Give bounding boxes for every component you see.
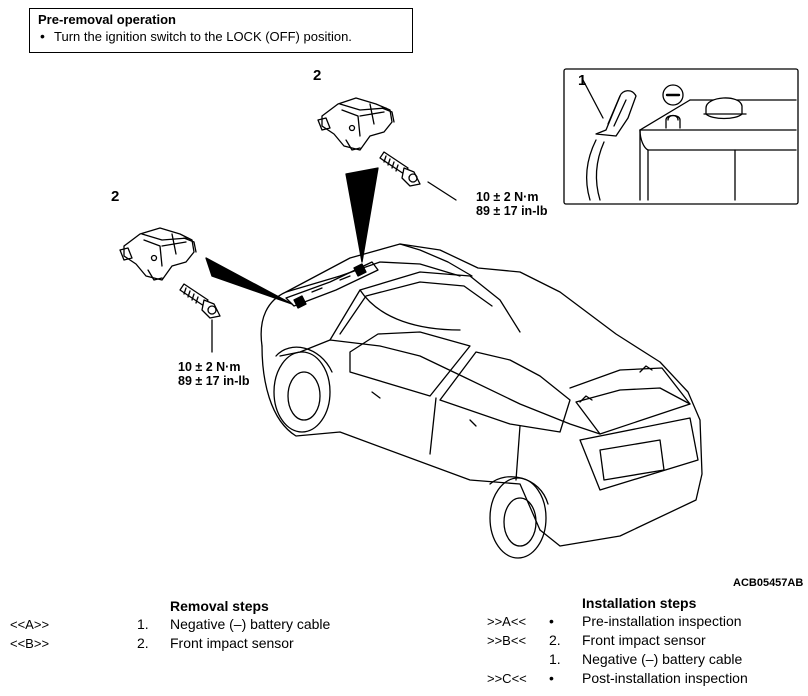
callout-sensor-left: 2 bbox=[111, 188, 120, 205]
install-num-1: 1. bbox=[549, 651, 561, 667]
callout-battery-cable: 1 bbox=[578, 72, 587, 89]
install-step-impact-sensor: Front impact sensor bbox=[582, 632, 706, 648]
torque-upper-metric: 10 ± 2 N·m bbox=[476, 190, 539, 204]
install-ref-a: >>A<< bbox=[487, 614, 527, 629]
install-ref-c: >>C<< bbox=[487, 671, 527, 686]
pre-removal-text: Turn the ignition switch to the LOCK (OF… bbox=[54, 29, 352, 44]
removal-step-impact-sensor: Front impact sensor bbox=[170, 635, 294, 651]
figure-code: ACB05457AB bbox=[733, 577, 804, 589]
install-ref-b: >>B<< bbox=[487, 633, 527, 648]
torque-lower: 10 ± 2 N·m 89 ± 17 in-lb bbox=[178, 360, 249, 388]
removal-ref-b: <<B>> bbox=[10, 636, 50, 651]
front-impact-sensor-illustration bbox=[119, 68, 799, 559]
install-step-pre-inspection: Pre-installation inspection bbox=[582, 613, 742, 629]
upper-sensor-part bbox=[317, 97, 457, 201]
removal-step-battery-cable: Negative (–) battery cable bbox=[170, 616, 331, 632]
install-step-battery-cable: Negative (–) battery cable bbox=[582, 651, 743, 667]
left-pointer bbox=[205, 257, 293, 305]
pre-removal-item: • Turn the ignition switch to the LOCK (O… bbox=[38, 28, 404, 45]
install-bullet-1: • bbox=[549, 613, 554, 629]
removal-num-2: 2. bbox=[137, 635, 149, 651]
torque-lower-metric: 10 ± 2 N·m bbox=[178, 360, 241, 374]
battery-inset bbox=[563, 68, 799, 205]
left-sensor-part bbox=[119, 227, 221, 353]
vehicle-outline bbox=[260, 243, 703, 559]
removal-ref-a: <<A>> bbox=[10, 617, 50, 632]
bullet-icon: • bbox=[40, 28, 45, 44]
upper-pointer bbox=[345, 167, 379, 263]
removal-steps-title: Removal steps bbox=[170, 598, 269, 614]
pre-removal-title: Pre-removal operation bbox=[38, 12, 176, 27]
installation-steps-title: Installation steps bbox=[582, 595, 697, 611]
install-step-post-inspection: Post-installation inspection bbox=[582, 670, 748, 686]
callout-sensor-upper: 2 bbox=[313, 67, 322, 84]
install-bullet-2: • bbox=[549, 670, 554, 686]
torque-upper: 10 ± 2 N·m 89 ± 17 in-lb bbox=[476, 190, 547, 218]
torque-lower-imperial: 89 ± 17 in-lb bbox=[178, 374, 250, 388]
install-num-2: 2. bbox=[549, 632, 561, 648]
torque-upper-imperial: 89 ± 17 in-lb bbox=[476, 204, 548, 218]
pre-removal-box: Pre-removal operation • Turn the ignition… bbox=[29, 8, 413, 53]
removal-num-1: 1. bbox=[137, 616, 149, 632]
